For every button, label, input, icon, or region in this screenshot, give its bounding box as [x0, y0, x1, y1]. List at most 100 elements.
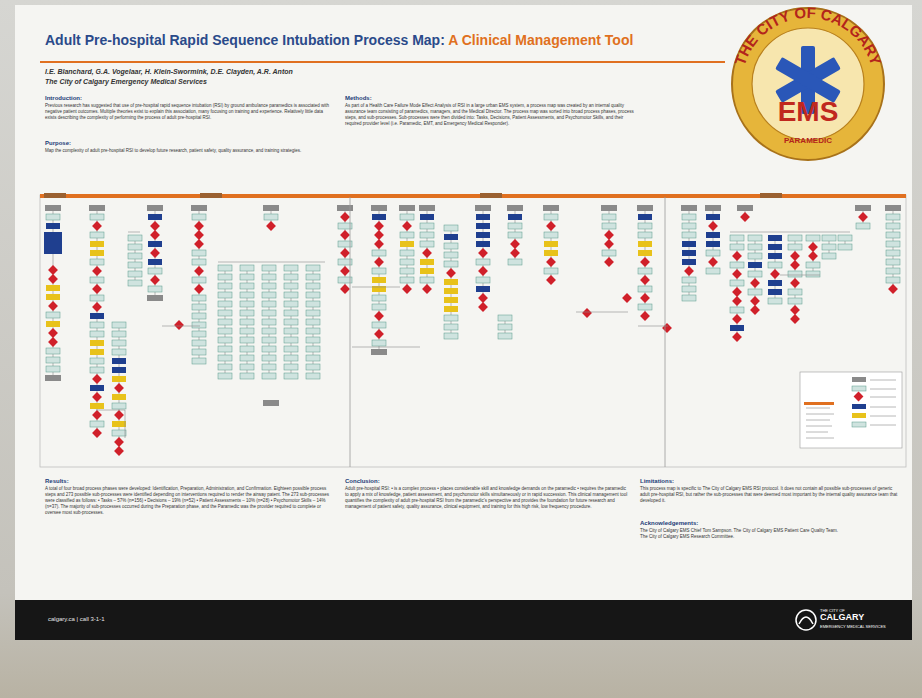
process-box: [262, 301, 276, 307]
decision-diamond: [708, 257, 718, 267]
assessment-box: [682, 259, 696, 265]
step-header: [637, 205, 653, 211]
step-header: [737, 205, 753, 211]
process-box: [240, 274, 254, 280]
skill-box: [112, 394, 126, 400]
process-box: [682, 214, 696, 220]
process-box: [218, 310, 232, 316]
assessment-box: [46, 223, 60, 229]
skill-box: [46, 285, 60, 291]
process-box: [90, 277, 104, 283]
process-box: [544, 214, 558, 220]
logo-text: EMERGENCY MEDICAL SERVICES: [820, 624, 886, 629]
decision-diamond: [790, 305, 800, 315]
process-box: [730, 244, 744, 250]
process-box: [218, 337, 232, 343]
phase-tab: [200, 193, 222, 198]
skill-box: [444, 297, 458, 303]
decision-diamond: [114, 410, 124, 420]
skill-box: [46, 321, 60, 327]
decision-diamond: [510, 248, 520, 258]
process-box: [508, 223, 522, 229]
step-header: [147, 295, 163, 301]
skill-box: [444, 306, 458, 312]
process-box: [240, 301, 254, 307]
process-box: [218, 328, 232, 334]
skill-box: [90, 241, 104, 247]
process-box: [886, 223, 900, 229]
decision-diamond: [194, 284, 204, 294]
process-box: [218, 373, 232, 379]
decision-diamond: [640, 293, 650, 303]
process-box: [420, 223, 434, 229]
process-box: [682, 223, 696, 229]
section-text: The City of Calgary EMS Chief Tom Sampso…: [640, 528, 840, 540]
decision-diamond: [150, 275, 160, 285]
decision-diamond: [114, 437, 124, 447]
process-box: [444, 252, 458, 258]
section-heading: Limitations:: [640, 478, 674, 484]
assessment-box: [476, 241, 490, 247]
decision-diamond: [374, 329, 384, 339]
skill-box: [90, 403, 104, 409]
decision-diamond: [662, 323, 672, 333]
process-box: [284, 292, 298, 298]
process-box: [682, 286, 696, 292]
decision-diamond: [808, 251, 818, 261]
process-box: [284, 310, 298, 316]
process-box: [706, 268, 720, 274]
process-box: [788, 235, 802, 241]
section-heading: Introduction:: [45, 95, 82, 101]
process-box: [444, 261, 458, 267]
poster-title: Adult Pre-hospital Rapid Sequence Intuba…: [45, 32, 445, 48]
decision-diamond: [732, 287, 742, 297]
process-box: [218, 355, 232, 361]
step-header: [399, 205, 415, 211]
process-box: [192, 304, 206, 310]
assessment-box: [706, 232, 720, 238]
process-box: [90, 421, 104, 427]
process-box: [886, 241, 900, 247]
footer-text: calgary.ca | call 3-1-1: [48, 616, 104, 622]
decision-diamond: [582, 308, 592, 318]
decision-diamond: [622, 293, 632, 303]
process-box: [284, 355, 298, 361]
process-box: [240, 265, 254, 271]
process-box: [262, 373, 276, 379]
process-box: [284, 373, 298, 379]
assessment-box: [768, 235, 782, 241]
process-box: [192, 277, 206, 283]
assessment-box: [90, 385, 104, 391]
section-heading: Methods:: [345, 95, 372, 101]
decision-diamond: [732, 251, 742, 261]
process-box: [128, 253, 142, 259]
step-header: [337, 205, 353, 211]
process-box: [90, 358, 104, 364]
process-box: [306, 337, 320, 343]
phase-band: [40, 194, 906, 198]
decision-diamond: [740, 212, 750, 222]
process-box: [262, 283, 276, 289]
process-box: [284, 319, 298, 325]
decision-diamond: [750, 296, 760, 306]
process-box: [284, 337, 298, 343]
process-box: [240, 328, 254, 334]
process-box: [240, 364, 254, 370]
process-box: [444, 243, 458, 249]
process-box: [372, 340, 386, 346]
decision-diamond: [732, 269, 742, 279]
badge-paramedic: PARAMEDIC: [758, 136, 858, 145]
flow-lines: [96, 232, 850, 438]
process-box: [748, 235, 762, 241]
process-box: [240, 355, 254, 361]
assessment-box: [476, 223, 490, 229]
assessment-box: [768, 289, 782, 295]
process-box: [306, 364, 320, 370]
decision-diamond: [150, 248, 160, 258]
process-box: [262, 292, 276, 298]
assessment-box: [706, 214, 720, 220]
process-box: [128, 244, 142, 250]
process-box: [240, 292, 254, 298]
process-box: [284, 274, 298, 280]
skill-box: [46, 294, 60, 300]
